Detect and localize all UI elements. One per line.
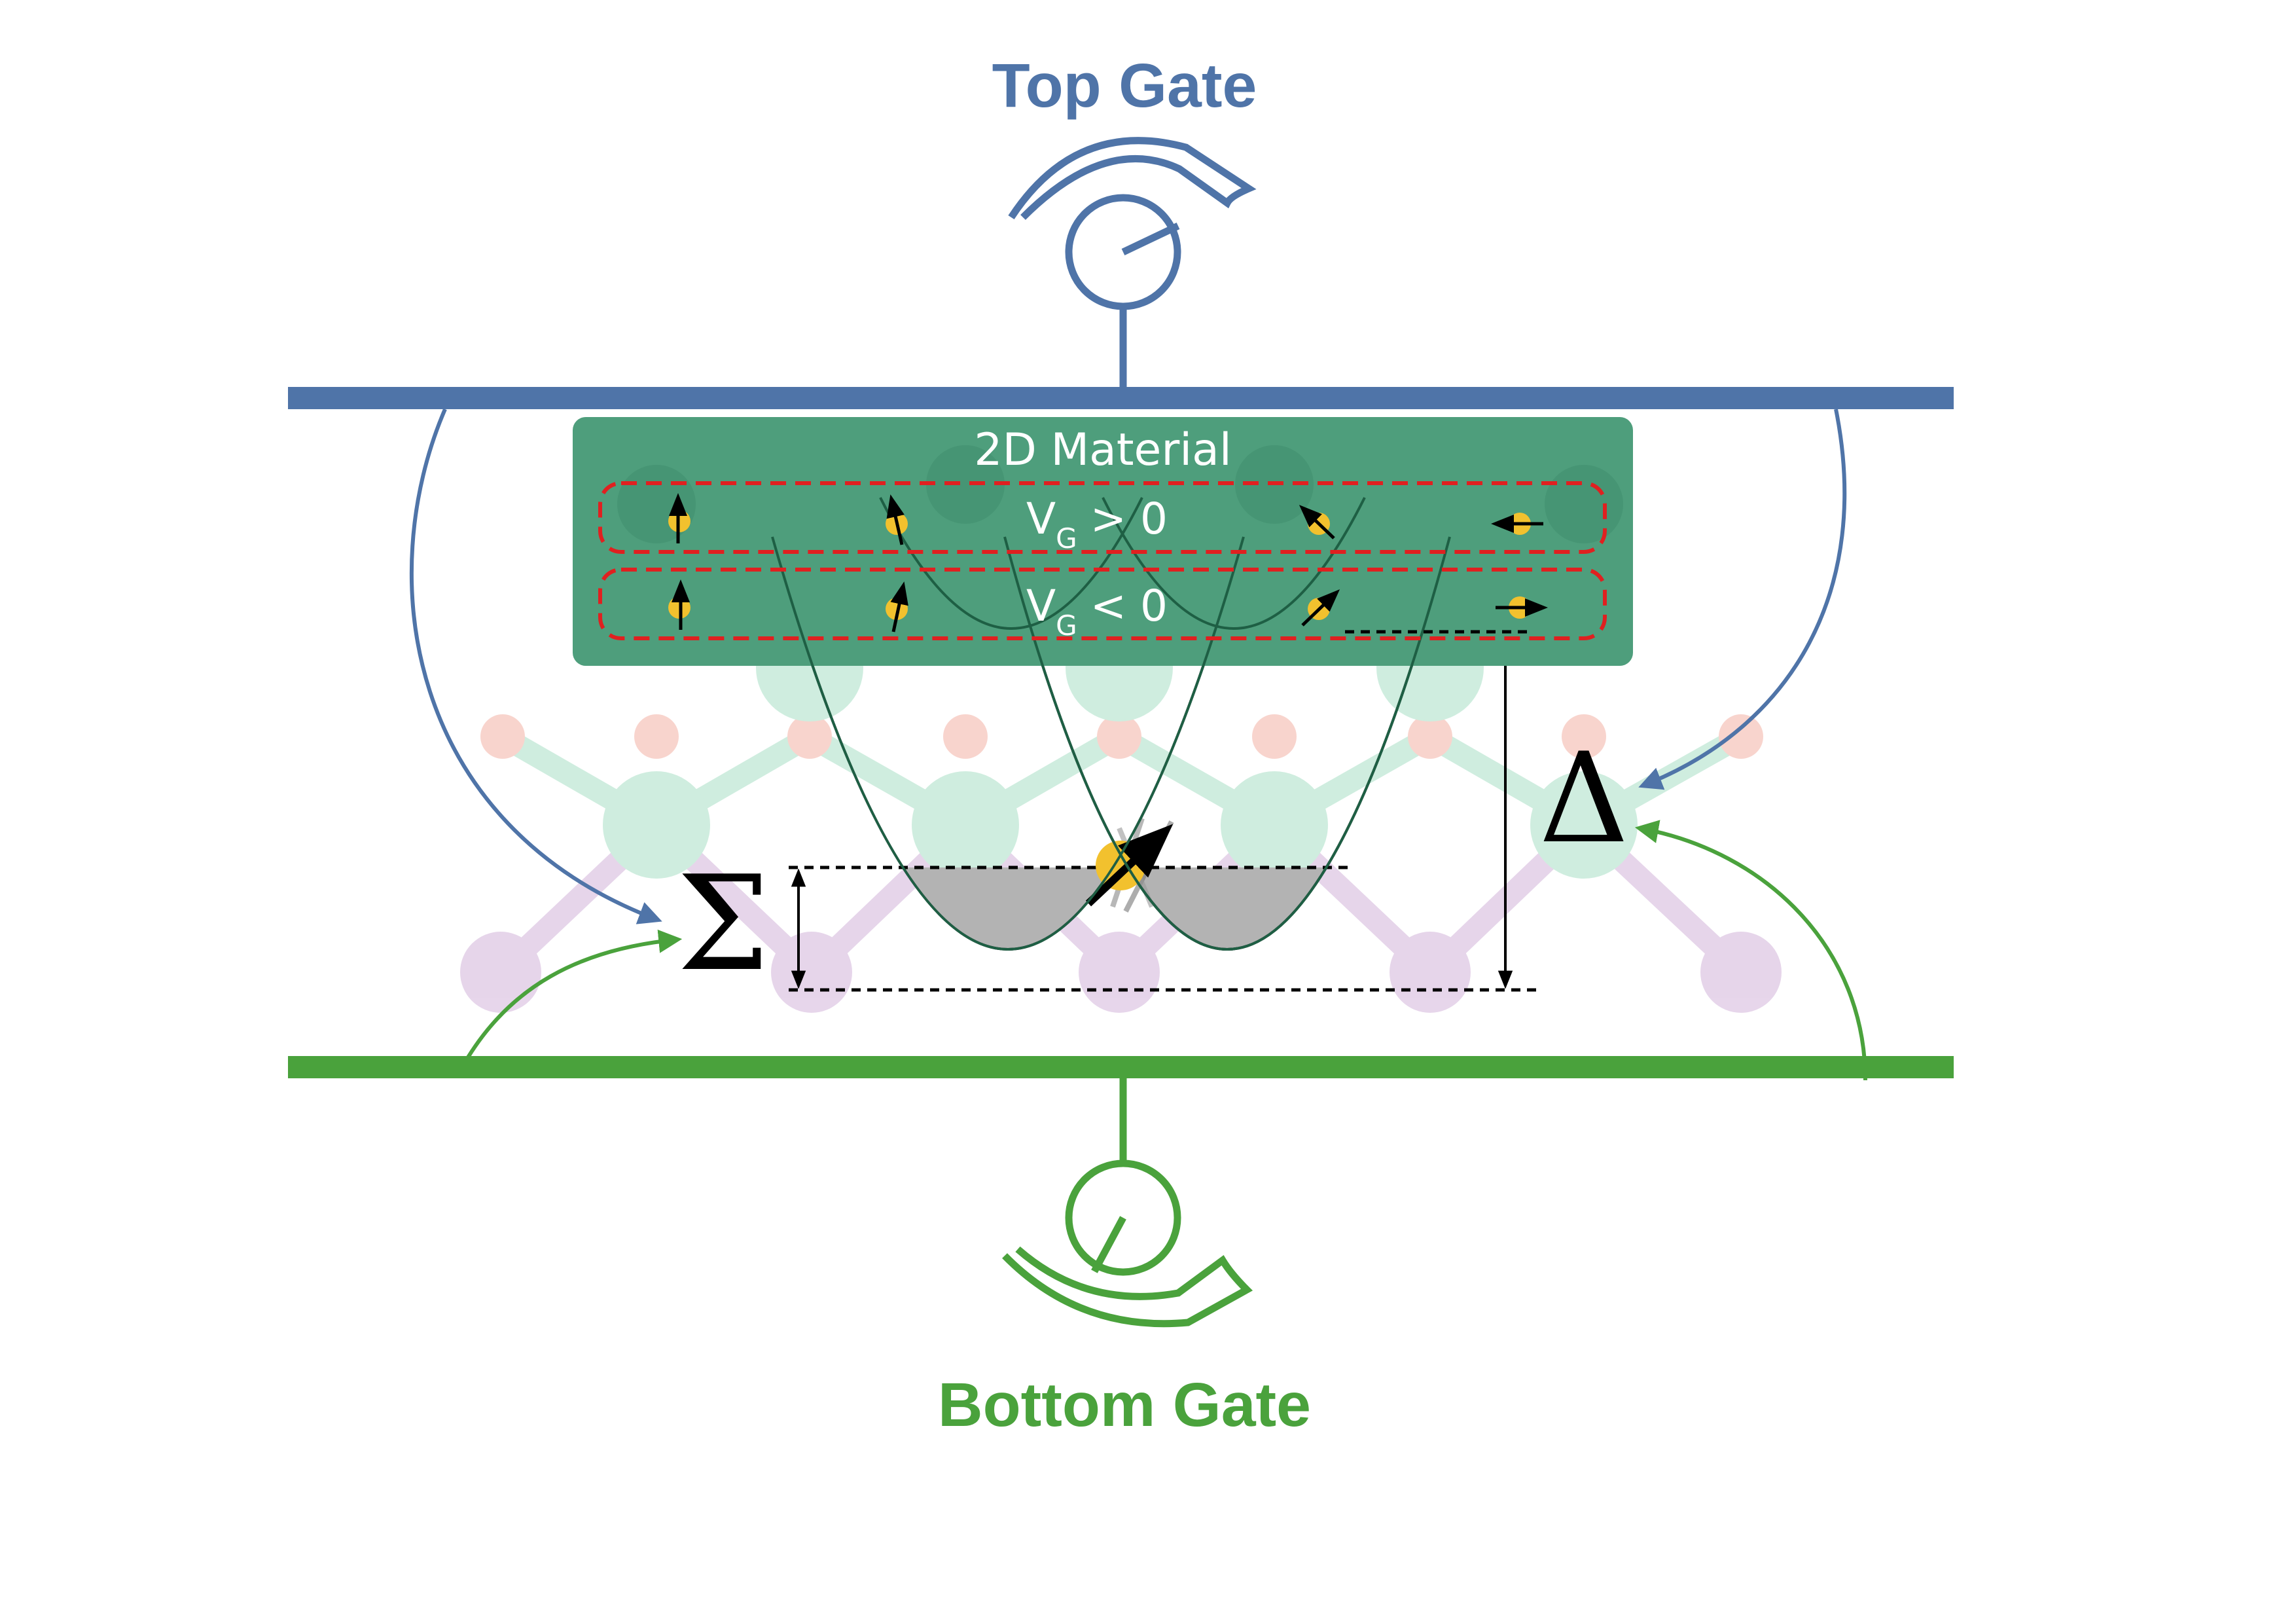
bottom-gate-to-delta-arrow: [1634, 820, 1867, 1081]
vg-negative-relation: < 0: [1090, 581, 1168, 631]
svg-text:VG> 0: VG > 0: [1026, 494, 1168, 555]
svg-text:VG< 0: VG < 0: [1026, 581, 1168, 642]
spin-row-negative: [668, 579, 1548, 632]
delta-symbol: Δ: [1539, 726, 1628, 871]
top-gate-knob-icon: [1008, 137, 1257, 393]
bottom-gate-to-sigma-arrow: [466, 929, 683, 1059]
vg-negative-region: [598, 568, 1607, 640]
vg-negative-sub: G: [1056, 610, 1077, 642]
vg-positive-v: V: [1026, 494, 1056, 544]
crystal-lattice: [460, 614, 1782, 1013]
vg-positive-sub: G: [1056, 522, 1077, 555]
material-label: 2D Material: [974, 424, 1232, 476]
top-gate-label: Top Gate: [992, 51, 1257, 120]
bottom-gate-knob-icon: [1002, 1077, 1253, 1328]
bottom-gate-label: Bottom Gate: [938, 1370, 1311, 1440]
sigma-symbol: Σ: [677, 848, 769, 1000]
top-gate-to-sigma-arrow: [409, 408, 662, 924]
vg-negative-v: V: [1026, 581, 1056, 631]
spin-row-positive: [668, 493, 1543, 545]
material-slab: 2D Material VG> 0 VG< 0: [573, 417, 1633, 951]
vg-positive-relation: > 0: [1090, 494, 1168, 544]
vg-positive-region: [598, 481, 1607, 554]
top-gate-to-delta-arrow: [1638, 409, 1847, 790]
